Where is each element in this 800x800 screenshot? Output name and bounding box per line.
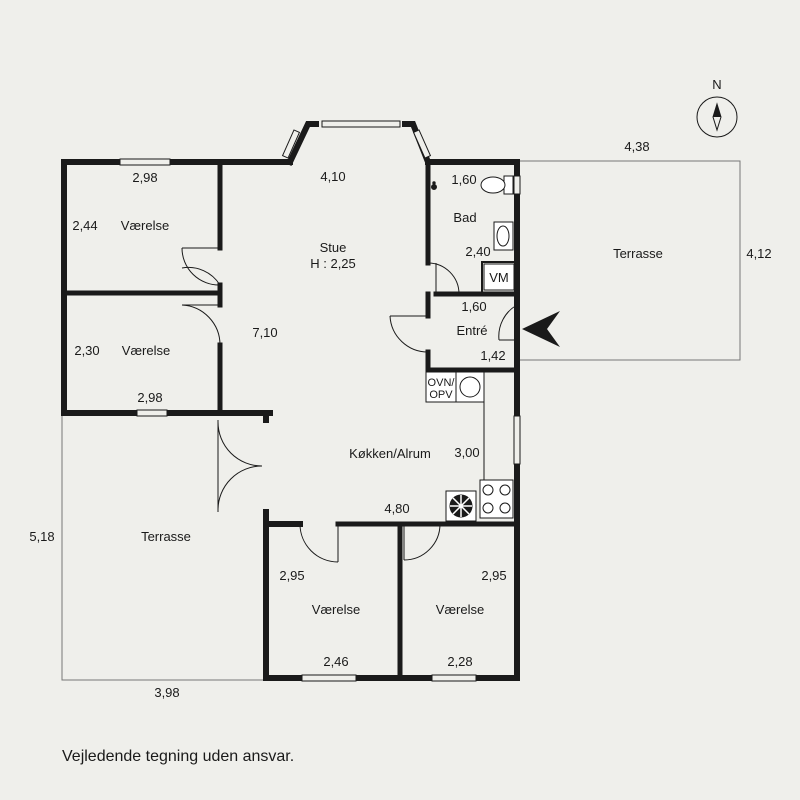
terrace-outlines (61, 160, 741, 681)
terrace-east-outline (518, 160, 741, 361)
fireplace-icon (445, 490, 477, 522)
dim-298-top: 2,98 (132, 170, 157, 185)
room-label-vaerelse-3: Værelse (312, 602, 360, 617)
door-bedroom-1 (181, 247, 221, 286)
dim-410: 4,10 (320, 169, 345, 184)
windows (119, 120, 521, 682)
stove-icon (479, 479, 514, 519)
room-label-terrasse-east: Terrasse (613, 246, 663, 261)
dim-230: 2,30 (74, 343, 99, 358)
dim-142: 1,42 (480, 348, 505, 363)
door-bedroom-1-arc (181, 247, 221, 286)
door-front-arc (498, 304, 518, 341)
dim-298-mid: 2,98 (137, 390, 162, 405)
room-label-terrasse-west: Terrasse (141, 529, 191, 544)
room-label-vaerelse-1: Værelse (121, 218, 169, 233)
compass-icon (696, 96, 738, 138)
dim-244: 2,44 (72, 218, 97, 233)
dim-240: 2,40 (465, 244, 490, 259)
compass-north-label: N (712, 77, 721, 92)
dim-518: 5,18 (29, 529, 54, 544)
window-bedroom-w (136, 409, 168, 417)
dim-295-left: 2,95 (279, 568, 304, 583)
dim-710: 7,10 (252, 325, 277, 340)
door-entre-arc (389, 315, 429, 353)
window-bath (513, 175, 521, 195)
room-label-stue: Stue (320, 240, 347, 255)
entry-arrow-icon (522, 311, 560, 347)
door-bedroom-2-arc (181, 304, 221, 346)
dim-228: 2,28 (447, 654, 472, 669)
dim-160-entre: 1,60 (461, 299, 486, 314)
window-bay-right (412, 129, 432, 159)
window-bay-left (281, 129, 301, 159)
fixtures (425, 175, 515, 522)
bay-wall-left (286, 121, 319, 166)
window-bedroom-s1 (301, 674, 357, 682)
window-bedroom-nw (119, 158, 171, 166)
room-label-vm: VM (489, 270, 509, 285)
doors (181, 247, 518, 563)
room-label-entre: Entré (456, 323, 487, 338)
dim-438: 4,38 (624, 139, 649, 154)
outer-wall-north-west (61, 159, 293, 416)
vm-box (483, 263, 515, 291)
window-bay-top (321, 120, 401, 128)
window-kitchen-e (513, 415, 521, 465)
shower-icon (431, 181, 437, 190)
dim-246: 2,46 (323, 654, 348, 669)
door-terrace-arc-2 (217, 465, 263, 511)
room-label-bad: Bad (453, 210, 476, 225)
dim-480: 4,80 (384, 501, 409, 516)
room-label-koekken: Køkken/Alrum (349, 446, 431, 461)
dim-412: 4,12 (746, 246, 771, 261)
oven-box (425, 371, 457, 403)
oven-label-line1: OVN/ (428, 377, 456, 389)
window-bedroom-s2 (431, 674, 477, 682)
sink-icon (455, 371, 485, 403)
room-label-vaerelse-4: Værelse (436, 602, 484, 617)
basin-icon (493, 221, 514, 251)
door-bedroom-3-arc (299, 523, 339, 563)
walls (61, 121, 520, 681)
door-bath-arc (427, 262, 460, 295)
dim-398: 3,98 (154, 685, 179, 700)
room-label-stue-height: H : 2,25 (310, 256, 356, 271)
terrace-west-outline (61, 413, 266, 681)
oven-label-line2: OPV (429, 389, 453, 401)
dim-295-right: 2,95 (481, 568, 506, 583)
dim-160-bad: 1,60 (451, 172, 476, 187)
door-terrace-arc-1 (217, 421, 263, 467)
toilet-icon (480, 175, 514, 195)
door-bedroom-4-arc (403, 523, 441, 561)
disclaimer-text: Vejledende tegning uden ansvar. (62, 748, 295, 765)
dim-300: 3,00 (454, 445, 479, 460)
room-label-vaerelse-2: Værelse (122, 343, 170, 358)
